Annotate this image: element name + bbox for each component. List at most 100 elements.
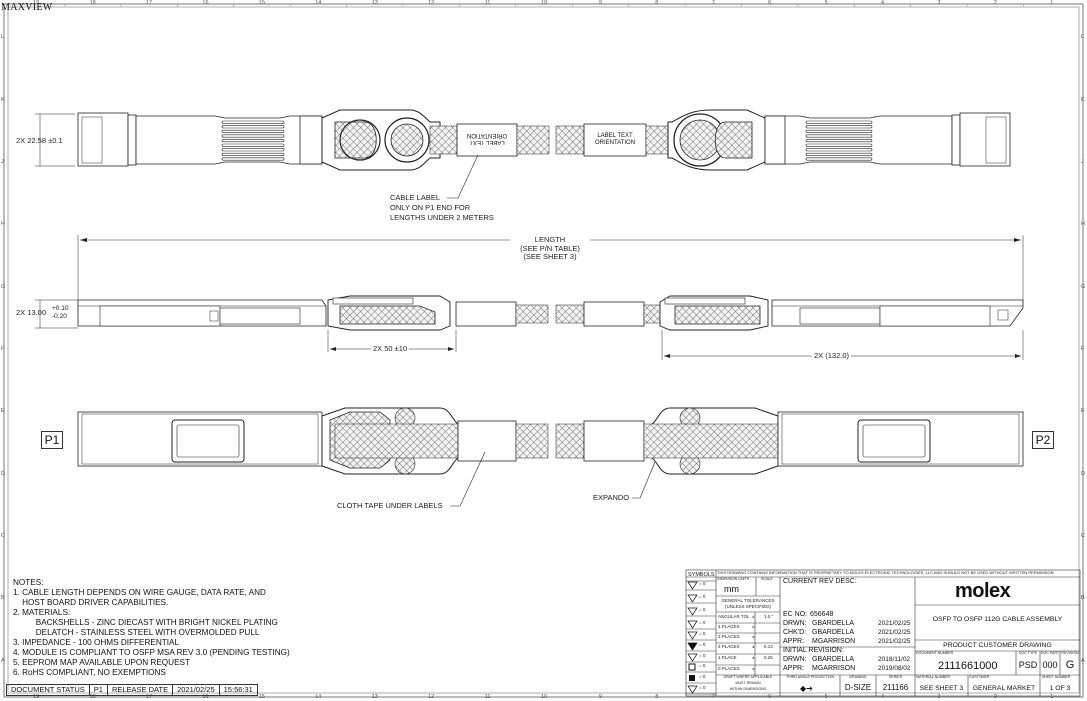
border-number-bottom: 15 bbox=[258, 694, 265, 700]
border-letter-right: G bbox=[1081, 283, 1086, 290]
border-number-bottom: 3 bbox=[937, 694, 941, 700]
proprietary-notice: THIS DRAWING CONTAINS INFORMATION THAT I… bbox=[717, 570, 1054, 575]
bottom-view bbox=[77, 407, 1024, 507]
init-drwn-label: DRWN: bbox=[783, 656, 807, 663]
triangle-symbol-icon bbox=[687, 607, 698, 616]
drawing-size-label: DRAWING bbox=[849, 675, 867, 679]
cable-label-callout-2: ONLY ON P1 END FOR bbox=[390, 203, 471, 212]
symbol-icons bbox=[687, 581, 698, 694]
border-number-top: 13 bbox=[371, 0, 378, 6]
doc-type: PSD bbox=[1018, 660, 1038, 670]
heatsink-fin bbox=[221, 157, 285, 161]
init-appr-name: MGARRISON bbox=[812, 665, 856, 672]
expando-callout: EXPANDO bbox=[593, 493, 630, 502]
ec-no: 656648 bbox=[810, 611, 834, 618]
triangle-symbol-icon bbox=[687, 653, 698, 662]
angular-tol-pm: ± bbox=[752, 614, 755, 619]
tolerance-places-label: 1 PLACE bbox=[718, 655, 737, 660]
border-number-bottom: 4 bbox=[880, 694, 885, 700]
material-number-label: MATERIAL NUMBER bbox=[916, 675, 951, 679]
border-number-bottom: 1 bbox=[1050, 694, 1054, 700]
border-letter-left: E bbox=[1, 408, 5, 415]
border-number-top: 10 bbox=[540, 0, 548, 6]
heatsink-fin bbox=[221, 152, 285, 156]
triangle-symbol-icon bbox=[687, 594, 698, 603]
tolerance-places-pm: ± bbox=[752, 655, 755, 660]
note-line: 5. EEPROM MAP AVAILABLE UPON REQUEST bbox=[13, 658, 190, 667]
width-dimension: 2X 22.58 ±0.1 bbox=[16, 136, 63, 145]
heatsink-fin bbox=[221, 148, 285, 152]
series-label: SERIES bbox=[888, 675, 903, 679]
document-status-label: DOCUMENT STATUS bbox=[7, 685, 90, 695]
border-number-top: 14 bbox=[315, 0, 322, 6]
unless-specified: (UNLESS SPECIFIED) bbox=[724, 604, 771, 609]
border-number-bottom: 10 bbox=[540, 694, 548, 700]
series-number: 211166 bbox=[882, 683, 909, 692]
drwn-label: DRWN: bbox=[783, 620, 807, 627]
border-number-top: 6 bbox=[768, 0, 772, 6]
symbol-value: = 0 bbox=[699, 631, 706, 636]
border-number-top: 17 bbox=[145, 0, 153, 6]
border-number-bottom: 5 bbox=[824, 694, 828, 700]
boxed-x-symbol-icon bbox=[688, 663, 696, 671]
heatsink-fin bbox=[221, 134, 285, 138]
border-number-top: 3 bbox=[937, 0, 941, 6]
triangle-symbol-icon bbox=[687, 642, 698, 651]
note-line: BACKSHELLS - ZINC DIECAST WITH BRIGHT NI… bbox=[13, 618, 278, 627]
border-number-top: 18 bbox=[89, 0, 96, 6]
tolerance-places-value: 0.13 bbox=[764, 644, 773, 649]
appr-label: APPR: bbox=[783, 638, 805, 645]
border-number-top: 16 bbox=[202, 0, 209, 6]
border-number-bottom: 9 bbox=[598, 694, 602, 700]
border-letter-left: L bbox=[1, 34, 5, 41]
p2-marker: P2 bbox=[1032, 431, 1054, 449]
border-letter-left: A bbox=[1, 657, 5, 664]
angular-tol-value: 1.0 ° bbox=[764, 614, 774, 619]
border-letter-right: K bbox=[1081, 96, 1085, 103]
release-date-value: 2021/02/25 bbox=[173, 685, 220, 695]
p1-marker: P1 bbox=[41, 431, 63, 449]
heatsink-fin bbox=[221, 129, 285, 133]
heatsink-fin bbox=[221, 139, 285, 143]
symbol-value: = 0 bbox=[699, 653, 706, 658]
border-letter-right: D bbox=[1081, 470, 1085, 477]
height-dimension: 2X 13.00 bbox=[16, 308, 47, 317]
heatsink-fin bbox=[805, 120, 873, 124]
note-line: HOST BOARD DRIVER CAPABILITIES. bbox=[13, 598, 169, 607]
heatsink-fin bbox=[805, 143, 873, 147]
border-number-top: 15 bbox=[258, 0, 265, 6]
drwn-name: GBARDELLA bbox=[812, 620, 855, 627]
customer: GENERAL MARKET bbox=[972, 685, 1036, 692]
symbol-value: = 0 bbox=[699, 607, 706, 612]
triangle-symbol-icon bbox=[687, 620, 698, 629]
top-view bbox=[35, 109, 1011, 199]
border-number-bottom: 19 bbox=[33, 694, 40, 700]
border-letter-left: J bbox=[1, 158, 4, 165]
heatsink-fin bbox=[805, 129, 873, 133]
height-tolerance-lower: -0.20 bbox=[52, 313, 67, 320]
product-customer-drawing: PRODUCT CUSTOMER DRAWING bbox=[943, 642, 1052, 649]
label-distance-dimension: 2X 50 ±10 bbox=[371, 344, 410, 354]
notes: NOTES: 1. CABLE LENGTH DEPENDS ON WIRE G… bbox=[13, 578, 290, 678]
material-number: SEE SHEET 3 bbox=[919, 685, 964, 692]
tolerance-places-pm: ± bbox=[752, 634, 755, 639]
length-dimension: LENGTH bbox=[510, 235, 590, 245]
border-number-top: 1 bbox=[1050, 0, 1054, 6]
height-tolerance-upper: +0.10 bbox=[52, 305, 69, 312]
heatsink-fin bbox=[805, 157, 873, 161]
scale-label: SCALE bbox=[761, 577, 773, 581]
border-letter-right: H bbox=[1081, 221, 1085, 228]
border-number-top: 11 bbox=[484, 0, 491, 6]
border-number-bottom: 17 bbox=[145, 694, 153, 700]
note-line: 3. IMPEDANCE - 100 OHMS DIFFERENTIAL bbox=[13, 638, 180, 647]
note-line: 4. MODULE IS COMPLIANT TO OSFP MSA REV 3… bbox=[13, 648, 290, 657]
notes-title: NOTES: bbox=[13, 578, 44, 587]
initial-revision: INITIAL REVISION: bbox=[783, 647, 844, 654]
sheet-number: 1 OF 3 bbox=[1049, 685, 1071, 692]
projection-symbol-icon: ◆➔ bbox=[800, 684, 813, 693]
release-time-value: 15:56:31 bbox=[223, 685, 253, 694]
angular-tol-label: ANGULAR TOL bbox=[718, 614, 750, 619]
cable-label-callout-1: CABLE LABEL bbox=[390, 193, 441, 202]
border-letter-right: E bbox=[1081, 408, 1085, 415]
